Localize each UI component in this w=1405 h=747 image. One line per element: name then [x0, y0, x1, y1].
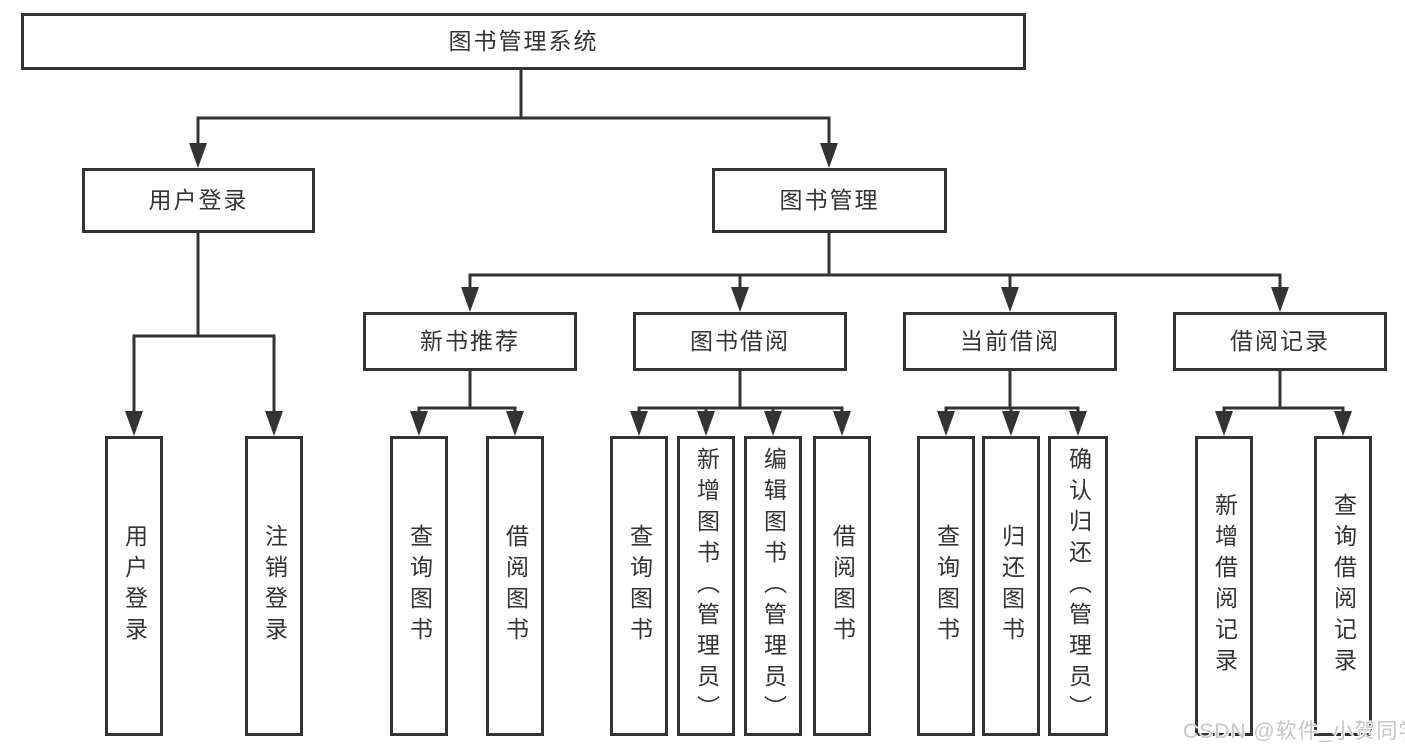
leaf-bb-borrow-books: 借阅图书 — [813, 436, 871, 736]
node-user-login: 用户登录 — [82, 168, 315, 233]
arrowhead — [697, 411, 715, 436]
leaf-logout: 注销登录 — [245, 436, 303, 736]
node-root: 图书管理系统 — [21, 13, 1026, 70]
connector-root-split — [196, 68, 831, 146]
leaf-label: 确认归还（管理员） — [1065, 446, 1092, 726]
leaf-label: 注销登录 — [261, 524, 288, 648]
connector-borrow-records-split — [1222, 371, 1345, 413]
leaf-cb-return-books: 归还图书 — [982, 436, 1040, 736]
leaf-label: 归还图书 — [998, 524, 1025, 648]
arrowhead — [937, 411, 955, 436]
arrowhead — [1271, 287, 1289, 312]
connector-user-login-split — [132, 233, 276, 413]
leaf-cb-query-books: 查询图书 — [917, 436, 975, 736]
arrowhead — [410, 411, 428, 436]
arrowhead — [820, 143, 838, 168]
connector-new-book-split — [417, 371, 517, 413]
leaf-user-login: 用户登录 — [105, 436, 163, 736]
node-label: 图书管理系统 — [448, 28, 599, 54]
arrowhead — [189, 143, 207, 168]
leaf-label: 查询图书 — [406, 524, 433, 648]
leaf-label: 编辑图书（管理员） — [760, 446, 787, 726]
node-current-borrow: 当前借阅 — [903, 312, 1117, 371]
leaf-label: 新增借阅记录 — [1211, 493, 1238, 679]
arrowhead — [833, 411, 851, 436]
leaf-cb-confirm-return-admin: 确认归还（管理员） — [1048, 436, 1108, 736]
leaf-label: 查询图书 — [626, 524, 653, 648]
arrowheads — [125, 143, 1352, 436]
leaf-nbr-query-books: 查询图书 — [390, 436, 448, 736]
arrowhead — [630, 411, 648, 436]
arrowhead — [764, 411, 782, 436]
arrowhead — [1001, 287, 1019, 312]
node-book-management: 图书管理 — [712, 168, 947, 233]
arrowhead — [461, 287, 479, 312]
arrowhead — [1215, 411, 1233, 436]
node-book-borrow: 图书借阅 — [633, 312, 847, 371]
node-label: 图书借阅 — [690, 328, 790, 354]
leaf-nbr-borrow-books: 借阅图书 — [486, 436, 544, 736]
leaf-br-query-record: 查询借阅记录 — [1314, 436, 1372, 736]
arrowhead — [1334, 411, 1352, 436]
arrowhead — [125, 411, 143, 436]
leaf-label: 查询借阅记录 — [1330, 493, 1357, 679]
arrowhead — [506, 411, 524, 436]
leaf-br-add-record: 新增借阅记录 — [1195, 436, 1253, 736]
leaf-label: 新增图书（管理员） — [693, 446, 720, 726]
arrowhead — [1069, 411, 1087, 436]
leaf-label: 借阅图书 — [502, 524, 529, 648]
node-label: 借阅记录 — [1230, 328, 1330, 354]
node-label: 新书推荐 — [420, 328, 520, 354]
arrowhead — [265, 411, 283, 436]
connector-book-borrow-split — [637, 371, 844, 413]
node-new-book-recommend: 新书推荐 — [363, 312, 577, 371]
watermark: CSDN @软件_小贺同学 — [1183, 720, 1405, 743]
connector-current-borrow-split — [944, 371, 1080, 413]
leaf-bb-query-books: 查询图书 — [610, 436, 668, 736]
arrowhead — [1002, 411, 1020, 436]
node-borrow-records: 借阅记录 — [1173, 312, 1387, 371]
arrowhead — [731, 287, 749, 312]
leaf-label: 用户登录 — [121, 524, 148, 648]
leaf-label: 借阅图书 — [829, 524, 856, 648]
node-label: 图书管理 — [779, 187, 880, 213]
node-label: 当前借阅 — [960, 328, 1060, 354]
connector-book-mgmt-split — [468, 233, 1282, 290]
leaf-label: 查询图书 — [933, 524, 960, 648]
leaf-bb-edit-books-admin: 编辑图书（管理员） — [744, 436, 802, 736]
node-label: 用户登录 — [148, 187, 249, 213]
leaf-bb-add-books-admin: 新增图书（管理员） — [677, 436, 735, 736]
